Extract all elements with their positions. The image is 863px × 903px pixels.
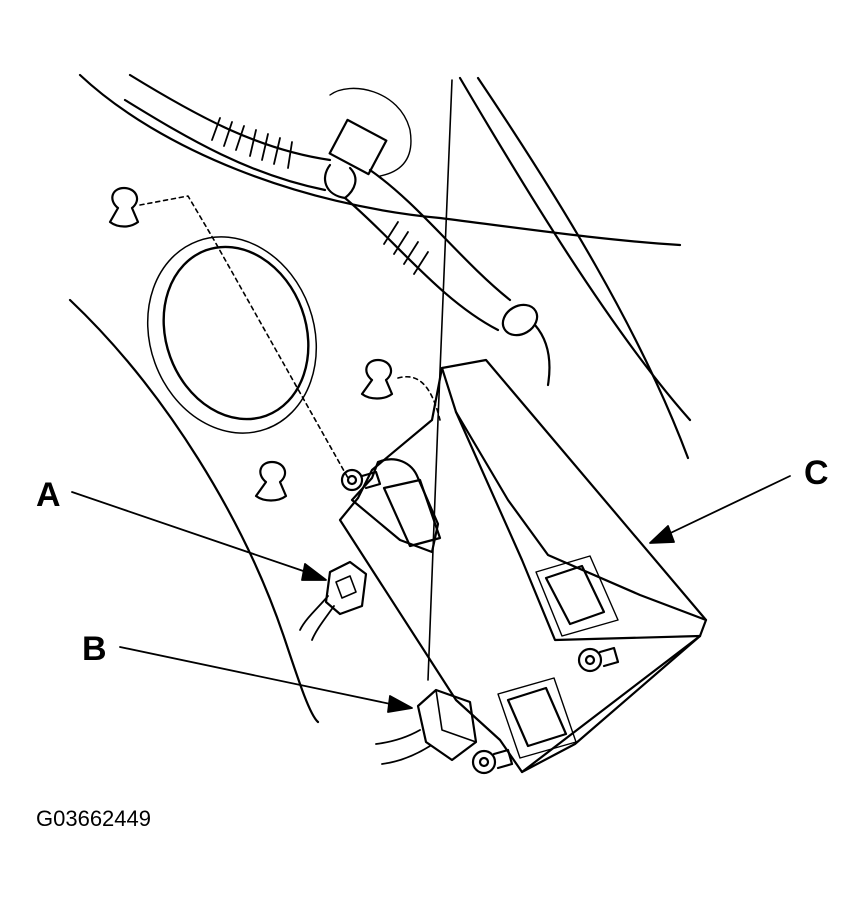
wire-harness-upper <box>128 73 332 162</box>
component-c-port-upper <box>544 564 606 626</box>
component-c-flange-slot <box>382 478 442 548</box>
panel-edge-outer-left <box>68 298 320 724</box>
harness-clip <box>328 118 388 176</box>
wire-harness-wrap <box>211 117 429 275</box>
callout-b: B <box>82 630 107 668</box>
figure-id: G03662449 <box>36 806 151 831</box>
bolt-middle <box>577 646 620 673</box>
keyhole-mount-top <box>108 186 140 228</box>
connector-b <box>416 688 478 762</box>
wire-harness-lower <box>123 98 327 192</box>
wire-harness-run-top <box>368 168 512 302</box>
leader-arrow-b <box>119 646 413 713</box>
component-c-port-upper-rim <box>535 555 619 637</box>
harness-clip-recess <box>329 87 412 177</box>
keyhole-mount-middle <box>360 358 394 400</box>
bolt-upper <box>340 468 382 492</box>
component-c-mounting-flange <box>350 458 440 554</box>
mount-alignment-lines <box>139 195 441 479</box>
panel-edge-top <box>78 73 682 247</box>
panel-edge-inner-right <box>458 76 692 422</box>
callout-a: A <box>36 476 61 514</box>
connector-b-face <box>435 689 477 743</box>
callout-c: C <box>804 454 829 492</box>
component-c-front-lower <box>520 634 702 774</box>
keyhole-mount-lower <box>254 460 288 502</box>
leader-arrow-c <box>649 475 791 544</box>
wire-harness-tail <box>533 323 551 387</box>
connector-a-latch <box>335 575 357 599</box>
service-hole-inner <box>162 245 310 421</box>
component-c-front-face <box>454 410 702 642</box>
bolt-lower <box>471 748 514 775</box>
component-c-port-lower-rim <box>497 677 577 759</box>
connector-a-wire-1 <box>299 595 329 631</box>
connector-a <box>324 560 368 616</box>
service-hole-outer <box>146 236 318 434</box>
panel-fold-line <box>427 79 453 681</box>
harness-clip-grommet <box>323 163 357 200</box>
component-c-port-lower <box>506 686 568 748</box>
harness-grommet-lower <box>501 303 539 337</box>
connector-b-wire-1 <box>375 729 421 745</box>
wire-harness-run-bottom <box>343 196 500 332</box>
component-c-top-edge <box>440 366 708 622</box>
leader-arrow-a <box>71 491 327 581</box>
panel-edge-inner-right-2 <box>476 76 690 460</box>
connector-a-wire-2 <box>311 605 335 641</box>
connector-b-wire-2 <box>381 745 431 765</box>
